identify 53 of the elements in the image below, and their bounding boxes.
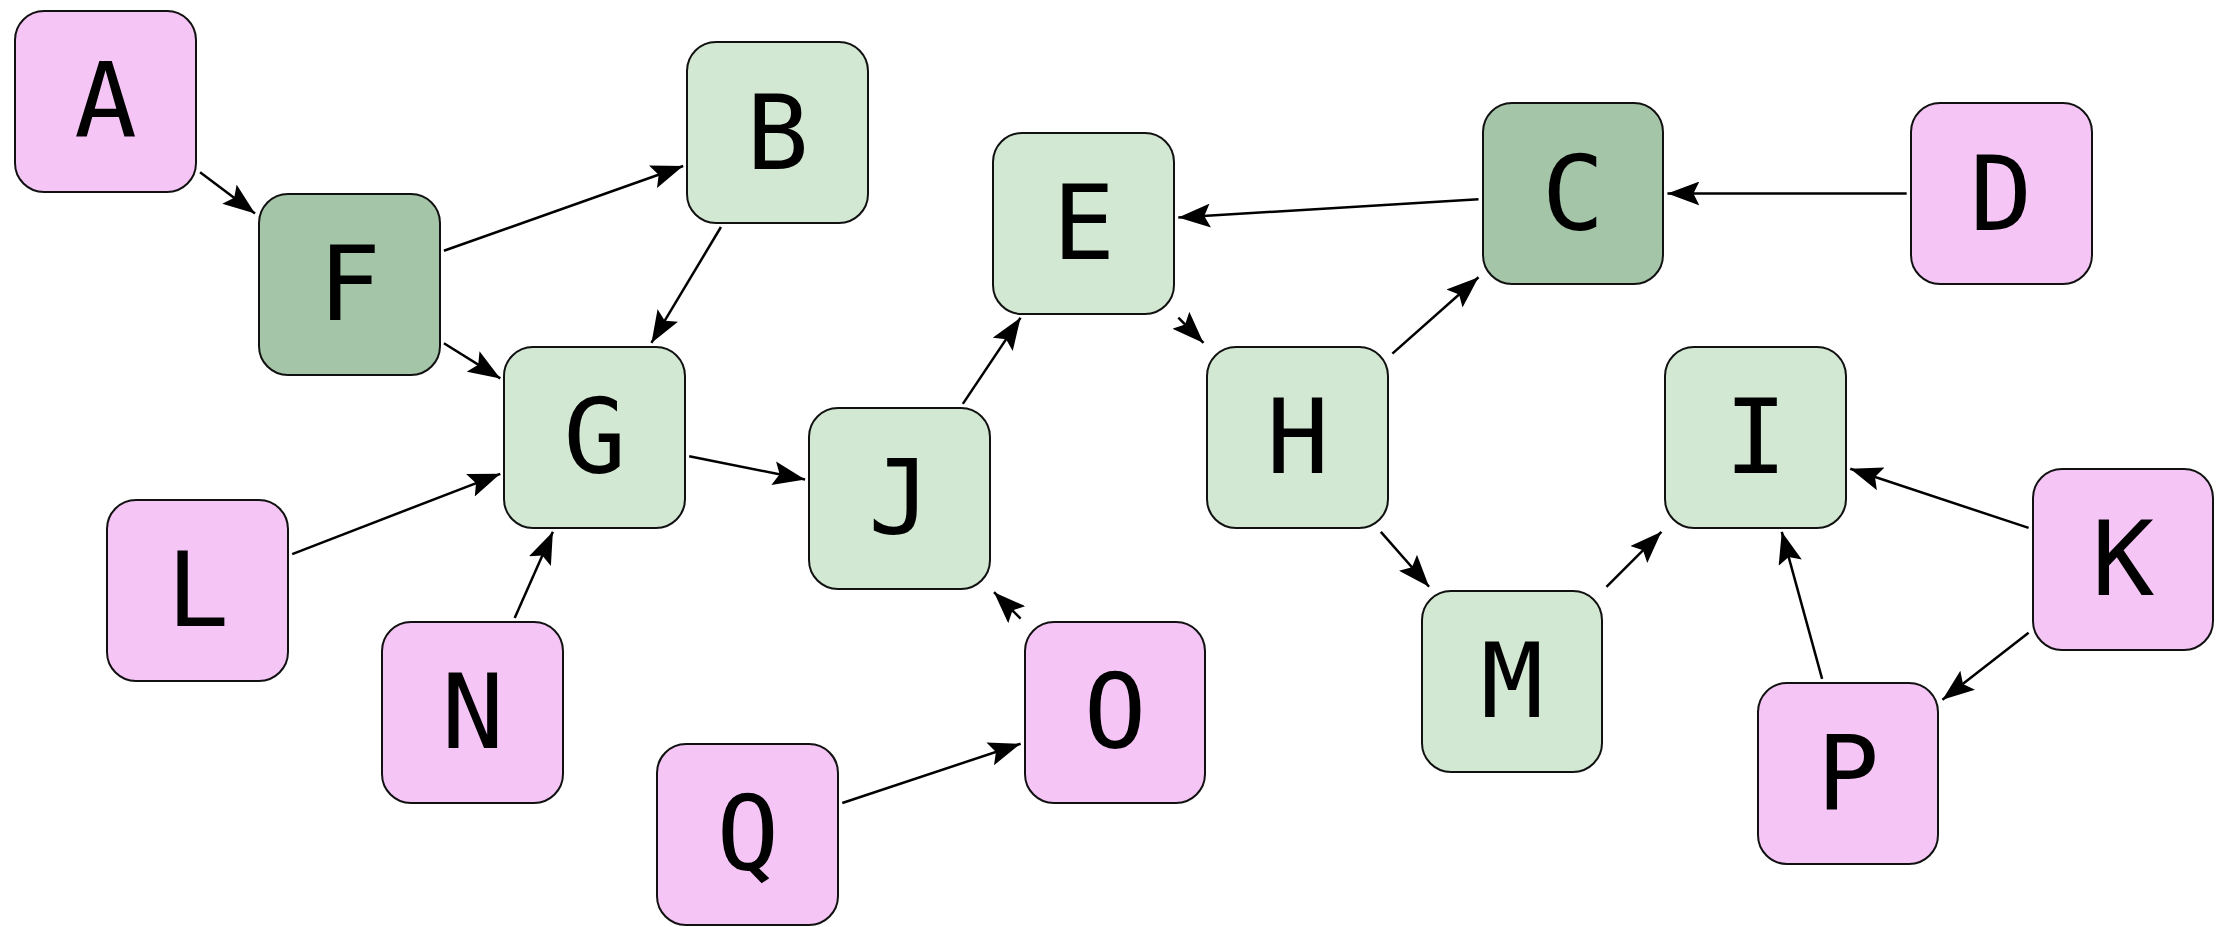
arrow <box>688 455 806 485</box>
node-label: M <box>1480 629 1544 734</box>
node-box <box>381 620 565 804</box>
arrow <box>443 164 684 252</box>
node-box <box>1206 345 1390 529</box>
node-box <box>2031 467 2215 651</box>
arrow <box>1391 276 1480 355</box>
node-label: H <box>1266 385 1330 490</box>
node-label: J <box>868 446 931 551</box>
node-label: C <box>1541 141 1605 246</box>
node-label: L <box>166 538 230 643</box>
arrow <box>1605 530 1663 588</box>
node-box <box>992 131 1176 315</box>
arrow <box>1667 181 1907 206</box>
arrow <box>650 226 723 344</box>
node-label: E <box>1052 171 1116 276</box>
arrow <box>1178 198 1479 228</box>
arrow <box>291 472 501 556</box>
arrow <box>1849 467 2029 530</box>
arrow <box>513 531 554 619</box>
node-box <box>656 742 840 926</box>
arrow <box>199 171 256 215</box>
arrow <box>841 742 1021 805</box>
node-label: G <box>563 385 627 490</box>
node-label: D <box>1969 141 2033 246</box>
node-box <box>1756 681 1940 865</box>
node-box <box>1664 345 1848 529</box>
node-label: I <box>1724 385 1788 490</box>
node-box <box>808 406 991 590</box>
node-box <box>1023 620 1207 804</box>
arrow <box>1778 531 1824 680</box>
node-label: B <box>746 80 809 185</box>
arrow <box>1941 631 2030 701</box>
node-label: F <box>318 232 381 337</box>
node-box <box>14 9 198 193</box>
node-box <box>258 192 441 376</box>
node-label: K <box>2091 507 2155 612</box>
node-label: O <box>1083 660 1147 765</box>
node-label: A <box>74 49 137 154</box>
node-box <box>1909 102 2093 285</box>
node-box <box>106 499 290 682</box>
node-box <box>686 41 870 224</box>
node-box <box>1481 102 1665 285</box>
node-label: P <box>1816 721 1880 826</box>
arrow <box>961 317 1022 405</box>
arrow <box>1172 311 1205 344</box>
arrow <box>443 342 501 380</box>
node-box <box>1420 589 1604 773</box>
node-label: Q <box>716 782 780 887</box>
node-label: N <box>441 660 505 765</box>
node-box <box>503 345 687 529</box>
arrow <box>1379 531 1431 588</box>
arrow <box>993 591 1026 624</box>
